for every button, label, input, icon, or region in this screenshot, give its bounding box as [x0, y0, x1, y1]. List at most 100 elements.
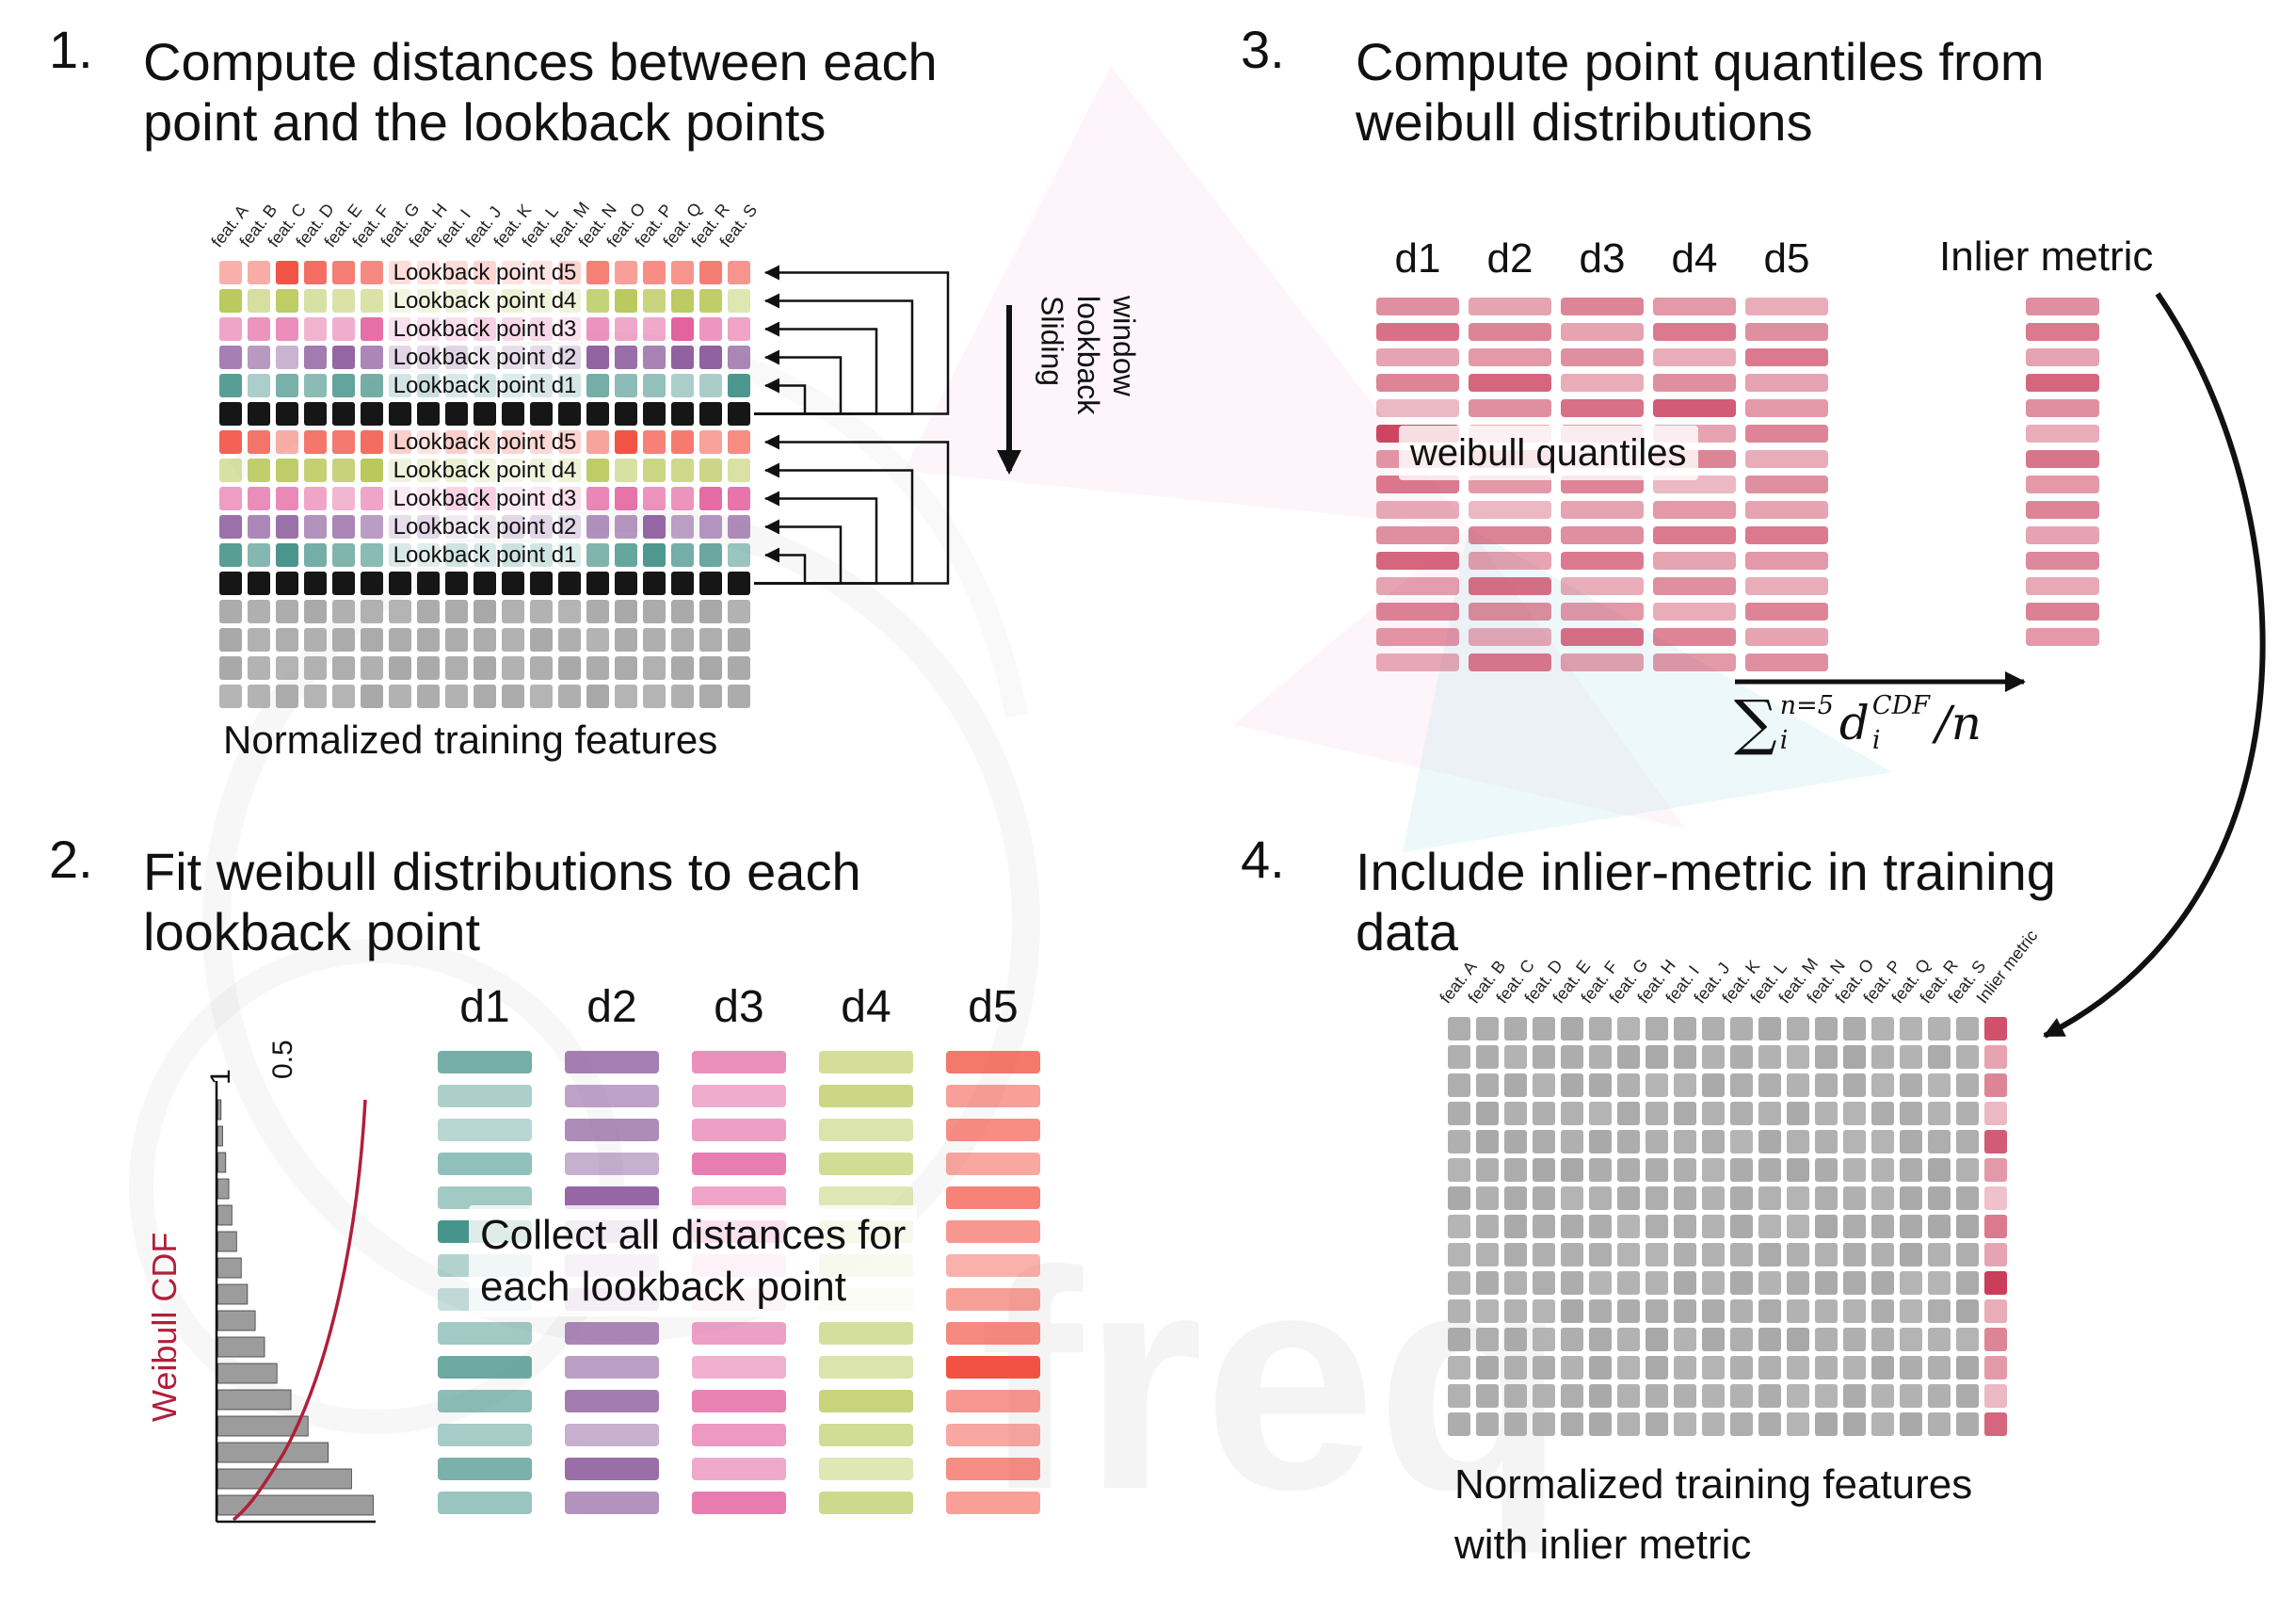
feature-cell: [1900, 1158, 1922, 1182]
feature-cell: [1843, 1130, 1866, 1153]
distance-bar: [946, 1119, 1040, 1141]
cdf-tick-05: 0.5: [267, 1040, 298, 1079]
feature-cell: [1617, 1215, 1640, 1238]
grid-row: Lookback point d2: [219, 345, 750, 370]
feature-cell: [304, 543, 327, 567]
distance-bar: [438, 1390, 532, 1412]
grid-row: Lookback point d5: [219, 260, 750, 285]
feature-cell: [361, 543, 383, 567]
feature-cell: [1843, 1102, 1866, 1125]
distance-bar: [438, 1356, 532, 1379]
grid-row: [1448, 1102, 2007, 1125]
feature-cell: [1646, 1356, 1668, 1379]
feature-cell: [1674, 1017, 1696, 1040]
feature-cell: [248, 572, 270, 595]
feature-cell: [276, 430, 298, 454]
feature-cell: [728, 685, 750, 708]
grid-row: [1448, 1299, 2007, 1323]
feature-cell: [1871, 1243, 1894, 1266]
feature-cell: [1843, 1384, 1866, 1408]
feature-cell: [276, 685, 298, 708]
distance-bar: [565, 1458, 659, 1480]
feature-cell: [728, 628, 750, 652]
grid-row: [1448, 1215, 2007, 1238]
inlier-metric-cell: [1984, 1073, 2007, 1097]
feature-cell: [1871, 1130, 1894, 1153]
feature-cell: [1871, 1073, 1894, 1097]
feature-cell: [1730, 1045, 1753, 1069]
feature-cell: [1561, 1102, 1583, 1125]
feature-cell: [304, 628, 327, 652]
inlier-metric-cell: [1984, 1299, 2007, 1323]
feature-cell: [1787, 1158, 1809, 1182]
feature-cell: [445, 572, 468, 595]
feature-cell: [304, 515, 327, 539]
grid-row: [1448, 1073, 2007, 1097]
feature-cell: [1646, 1073, 1668, 1097]
feature-cell: [1787, 1356, 1809, 1379]
distance-bar: [2026, 603, 2099, 621]
feature-cell: [1702, 1130, 1725, 1153]
feature-cell: [1533, 1158, 1555, 1182]
feature-cell: [1900, 1384, 1922, 1408]
feature-cell: [219, 572, 242, 595]
feature-cell: [304, 600, 327, 623]
feature-cell: [1702, 1243, 1725, 1266]
inlier-metric-cell: [1984, 1271, 2007, 1295]
feature-cell: [1730, 1299, 1753, 1323]
distance-bar: [1745, 501, 1828, 519]
feature-cell: [1504, 1017, 1527, 1040]
sliding-window-arrow: [997, 305, 1021, 475]
p3-column-d3: [1561, 298, 1644, 671]
feature-cell: [1476, 1328, 1499, 1351]
distance-bar: [438, 1322, 532, 1345]
cdf-tick-1: 1: [205, 1069, 236, 1085]
feature-cell: [1787, 1017, 1809, 1040]
feature-cell: [474, 600, 496, 623]
feature-cell: [1758, 1271, 1781, 1295]
feature-cell: [248, 600, 270, 623]
feature-cell: [586, 572, 609, 595]
feature-cell: [276, 346, 298, 369]
feature-cell: [728, 487, 750, 510]
distance-bar: [692, 1119, 786, 1141]
feature-cell: [1561, 1186, 1583, 1210]
feature-cell: [643, 572, 666, 595]
feature-cell: [1843, 1215, 1866, 1238]
inlier-metric-cell: [1984, 1412, 2007, 1436]
feature-cell: [1476, 1243, 1499, 1266]
feature-cell: [248, 459, 270, 482]
distance-bar: [2026, 323, 2099, 341]
feature-cell: [1561, 1384, 1583, 1408]
feature-cell: [1928, 1017, 1951, 1040]
feature-cell: [1617, 1243, 1640, 1266]
feature-cell: [1674, 1412, 1696, 1436]
feature-cell: [728, 656, 750, 680]
feature-cell: [361, 317, 383, 341]
feature-cell: [643, 317, 666, 341]
histogram-bar: [217, 1125, 223, 1147]
feature-cell: [1815, 1102, 1838, 1125]
distance-bar: [1561, 399, 1644, 417]
distance-bar: [1561, 552, 1644, 570]
feature-cell: [219, 346, 242, 369]
distance-bar: [946, 1356, 1040, 1379]
feature-cell: [1730, 1384, 1753, 1408]
feature-cell: [1476, 1102, 1499, 1125]
distance-bar: [946, 1288, 1040, 1311]
feature-cell: [1617, 1412, 1640, 1436]
feature-cell: [1871, 1384, 1894, 1408]
feature-cell: [699, 317, 722, 341]
distance-bar: [692, 1085, 786, 1107]
feature-cell: [1758, 1158, 1781, 1182]
feature-cell: [1561, 1271, 1583, 1295]
grid-row: [219, 628, 750, 652]
feature-cell: [1589, 1271, 1612, 1295]
feature-cell: [248, 628, 270, 652]
feature-cell: [671, 543, 694, 567]
feature-cell: [361, 515, 383, 539]
feature-cell: [276, 572, 298, 595]
p2-column-d5: [946, 1051, 1040, 1514]
distance-bar: [1376, 653, 1459, 671]
